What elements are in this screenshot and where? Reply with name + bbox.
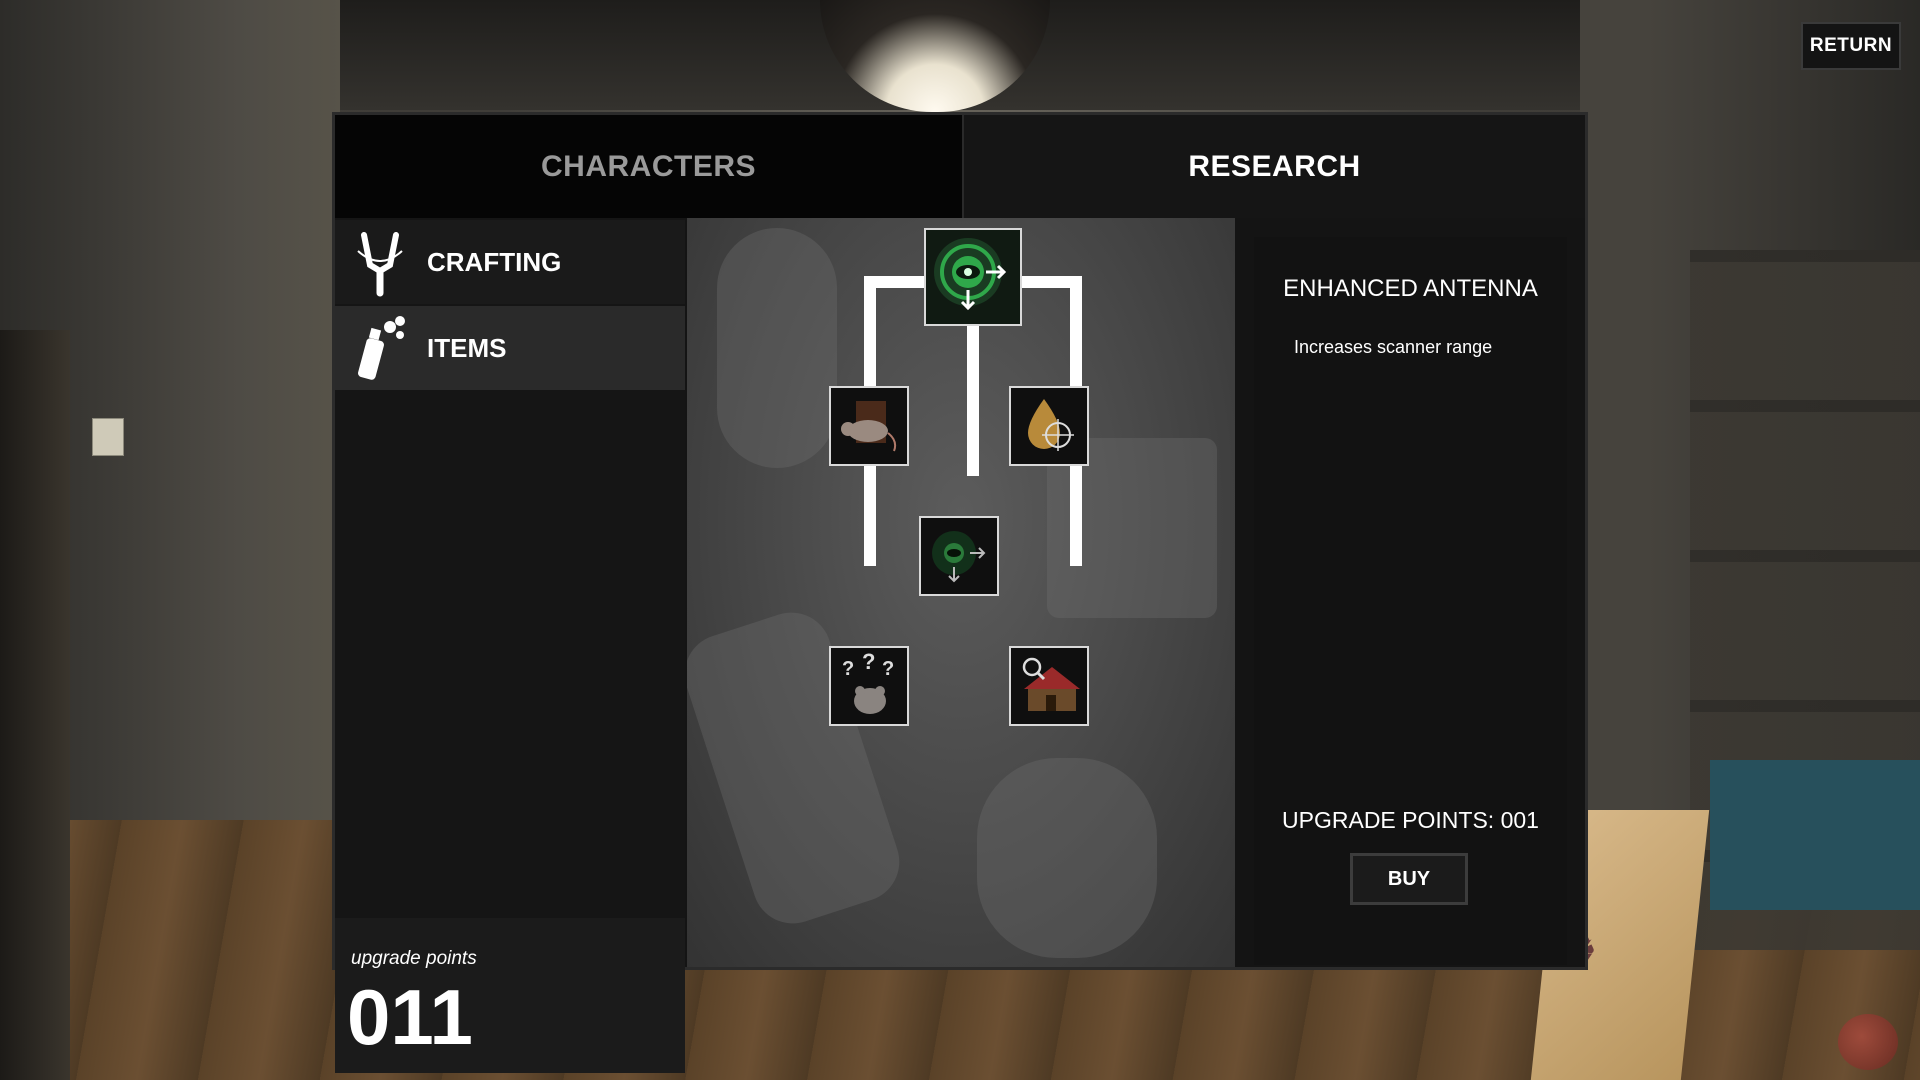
- research-node-target[interactable]: [1009, 386, 1089, 466]
- return-button[interactable]: RETURN: [1801, 22, 1901, 70]
- research-description: Increases scanner range: [1294, 337, 1493, 357]
- research-node-rat[interactable]: [829, 386, 909, 466]
- question-rat-icon: ? ? ?: [842, 651, 894, 714]
- room-door: [0, 330, 70, 1080]
- sidebar-item-items[interactable]: ITEMS: [335, 306, 685, 390]
- connector: [967, 326, 979, 476]
- research-node-enhanced-antenna[interactable]: [924, 228, 1022, 326]
- research-node-mystery-rat[interactable]: ? ? ?: [829, 646, 909, 726]
- radar-eye-icon: [932, 531, 986, 583]
- category-sidebar: CRAFTING ITEMS upgrade points 011: [335, 218, 685, 1073]
- rat-icon: [841, 401, 897, 452]
- upgrade-points-box: upgrade points 011: [335, 918, 685, 1073]
- target-drop-icon: [1028, 399, 1074, 451]
- radar-eye-icon: [934, 238, 1007, 311]
- svg-text:?: ?: [842, 658, 854, 680]
- sidebar-item-label: ITEMS: [427, 332, 507, 363]
- house-search-icon: [1022, 657, 1080, 711]
- light-switch: [92, 418, 124, 456]
- upgrade-points-value: 011: [347, 973, 473, 1061]
- research-node-house-search[interactable]: [1009, 646, 1089, 726]
- sidebar-item-crafting[interactable]: CRAFTING: [335, 220, 685, 304]
- slingshot-icon: [345, 227, 415, 297]
- research-node-radar[interactable]: [919, 516, 999, 596]
- research-cost: UPGRADE POINTS: 001: [1282, 807, 1539, 833]
- connector: [864, 276, 934, 288]
- tab-characters[interactable]: CHARACTERS: [335, 115, 964, 218]
- sidebar-item-label: CRAFTING: [427, 246, 562, 277]
- research-tree: ? ? ?: [687, 218, 1235, 967]
- upgrade-points-caption: upgrade points: [351, 948, 477, 969]
- tab-research[interactable]: RESEARCH: [964, 115, 1585, 218]
- svg-text:?: ?: [882, 658, 894, 680]
- research-title: ENHANCED ANTENNA: [1283, 275, 1538, 302]
- connector: [1010, 276, 1082, 288]
- spray-can-icon: [345, 313, 415, 383]
- playground-logo: [1838, 1014, 1898, 1070]
- svg-text:?: ?: [862, 651, 875, 674]
- research-details-panel: ENHANCED ANTENNA Increases scanner range…: [1254, 237, 1567, 965]
- bg-toy-figure: [717, 228, 837, 468]
- upgrade-panel: CHARACTERS RESEARCH CRAFTING: [332, 112, 1588, 1073]
- blue-crate: [1710, 760, 1920, 910]
- buy-button[interactable]: BUY: [1350, 853, 1468, 905]
- bg-valve-handle: [977, 758, 1157, 958]
